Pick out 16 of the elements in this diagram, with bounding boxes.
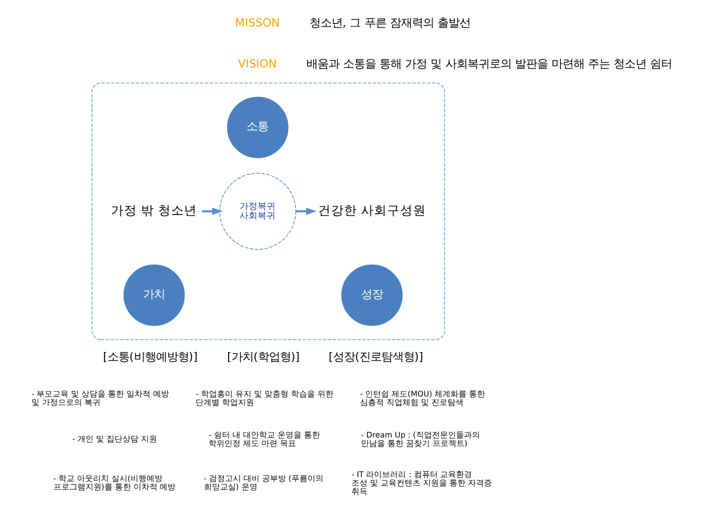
- cluster: [92, 82, 446, 340]
- node-text: 건강한 사회구성원: [318, 202, 426, 218]
- label: 청소년, 그 푸른 잠재력의 출발선: [310, 16, 470, 30]
- node-circle: 가치: [123, 264, 185, 326]
- label: [소통(비행예방형)]: [103, 350, 198, 364]
- node-circle: 가정복귀 사회복귀: [219, 172, 296, 250]
- label: 배움과 소통을 통해 가정 및 사회복귀로의 발판을 마련해 주는 청소년 쉼터: [306, 57, 672, 70]
- label: [가치(학업형)]: [227, 350, 300, 364]
- node-text: 가정 밖 청소년: [111, 202, 198, 218]
- label: MISSON: [235, 16, 280, 30]
- node-circle: 소통: [227, 96, 288, 158]
- node-circle: 성장: [341, 264, 403, 326]
- arrow: [296, 208, 317, 215]
- label: VISION: [238, 57, 277, 70]
- label: [성장(진로탐색형)]: [328, 350, 424, 364]
- arrow: [202, 208, 223, 215]
